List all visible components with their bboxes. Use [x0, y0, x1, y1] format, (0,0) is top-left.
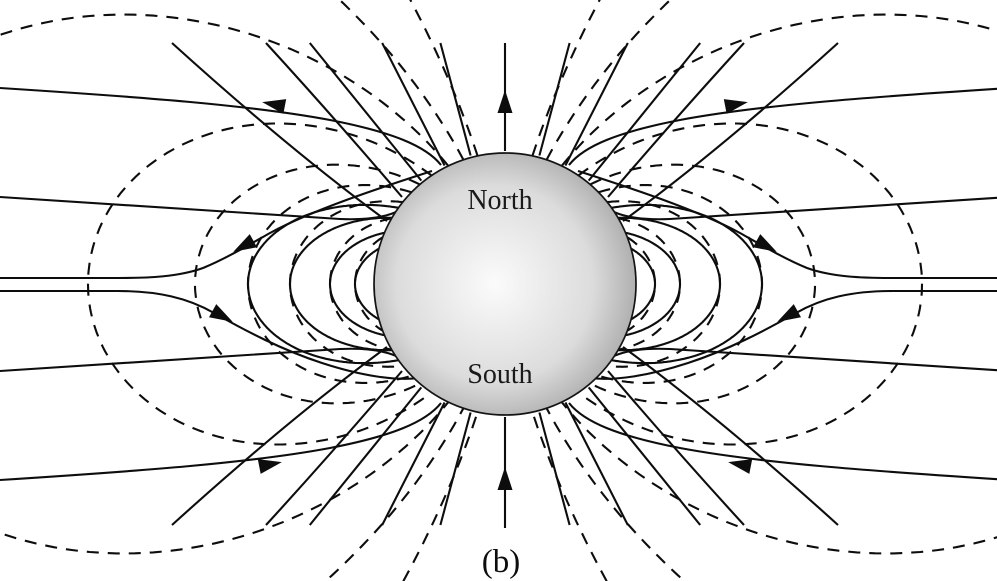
polar-fan-curve: [171, 42, 388, 222]
field-center: [497, 43, 513, 528]
polar-fan-curve: [265, 370, 403, 526]
field-arrowhead: [728, 459, 753, 474]
dipole-loop-dashed: [598, 184, 764, 384]
open-sweep-line: [568, 87, 997, 166]
closed-loop-solid: [328, 230, 392, 338]
field-arrowhead: [233, 234, 258, 252]
dipole-loop-dashed: [246, 184, 412, 384]
polar-fan-curve: [607, 370, 745, 526]
polar-fan-curve: [265, 42, 403, 198]
field-arrowhead: [257, 459, 282, 474]
field-arrowhead: [723, 99, 748, 114]
closed-loop-solid: [618, 230, 682, 338]
field-arrowhead: [497, 90, 513, 113]
polar-fan-ray: [587, 386, 702, 526]
dipole-loop-dashed: [607, 200, 722, 368]
polar-fan-curve: [622, 346, 839, 526]
polar-fan-ray: [439, 42, 472, 156]
polar-fan-ray: [538, 42, 571, 156]
sphere: [373, 152, 637, 416]
current-sheet-line: [590, 289, 997, 380]
polar-fan-ray: [308, 386, 423, 526]
current-sheet-line: [0, 289, 420, 380]
polar-fan-ray: [308, 42, 423, 182]
open-sweep-line: [0, 402, 442, 482]
field-arrowhead: [208, 304, 233, 322]
south-label: South: [467, 359, 532, 390]
field-arrowhead: [777, 304, 802, 322]
closed-loop-solid: [353, 245, 384, 323]
north-label: North: [467, 185, 532, 216]
polar-fan-ray: [439, 412, 472, 526]
field-right: [531, 0, 997, 581]
polar-fan-curve: [171, 346, 388, 526]
polar-fan-curve: [607, 42, 745, 198]
figure-caption: (b): [482, 544, 520, 580]
polar-ray-dashed: [560, 13, 997, 555]
sphere-group: North South: [373, 152, 637, 416]
dipole-loop-dashed: [193, 163, 421, 405]
polar-fan-ray: [381, 42, 446, 166]
dipole-loop-dashed: [288, 200, 403, 368]
polar-fan-ray: [587, 42, 702, 182]
open-sweep-line: [568, 402, 997, 481]
polar-ray-dashed: [0, 13, 450, 555]
field-arrowhead: [497, 467, 513, 490]
closed-loop-solid: [626, 245, 657, 323]
dipole-loop-dashed: [577, 122, 924, 446]
polar-fan-ray: [564, 42, 629, 166]
polar-fan-ray: [538, 412, 571, 526]
field-arrowhead: [262, 99, 287, 114]
polar-fan-ray: [564, 402, 629, 526]
field-arrowhead: [752, 234, 777, 252]
polar-fan-curve: [622, 42, 839, 222]
polar-fan-ray: [381, 402, 446, 526]
dipole-loop-dashed: [589, 163, 817, 405]
dipole-loop-dashed: [86, 122, 433, 446]
dipole-loop-dashed: [353, 236, 384, 332]
open-sweep-line: [0, 86, 442, 166]
dipole-loop-dashed: [626, 236, 657, 332]
